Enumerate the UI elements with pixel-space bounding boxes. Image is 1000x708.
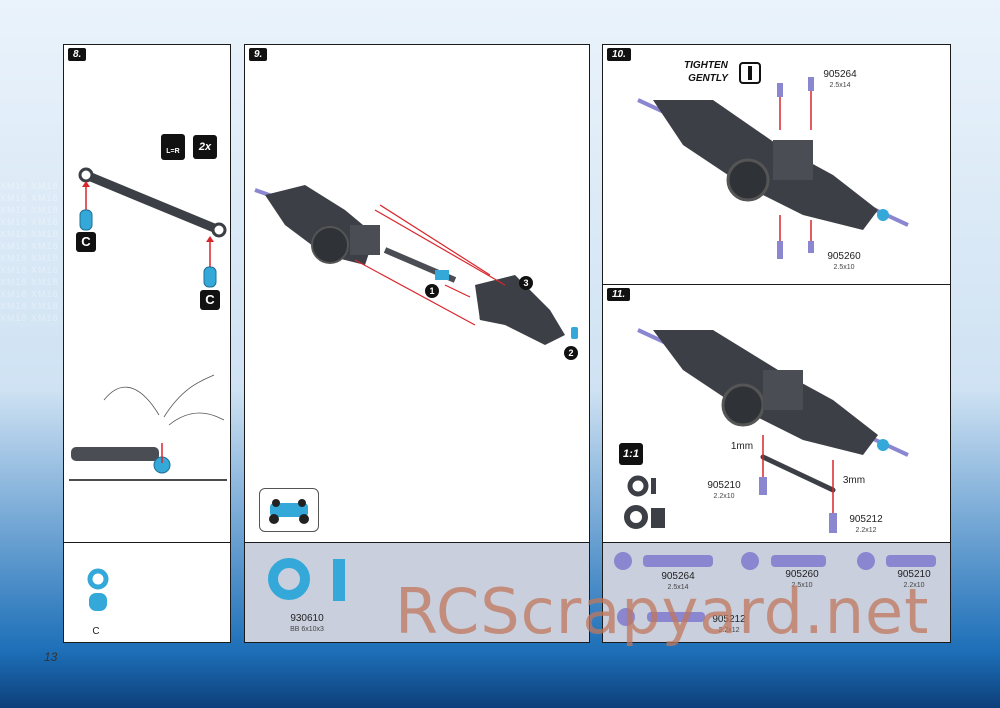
tighten-line-2: GENTLY bbox=[688, 73, 728, 84]
screw-905212-code: 905212 bbox=[849, 514, 883, 525]
screw-905212-label: 905212 2.2x12 bbox=[841, 514, 891, 536]
screw-905260-code: 905260 bbox=[827, 251, 861, 262]
step-10-label: 10. bbox=[607, 48, 631, 61]
parts-905210: 905210 2.2x10 bbox=[889, 569, 939, 591]
parts-905264-code: 905264 bbox=[661, 571, 695, 582]
parts-905210-code: 905210 bbox=[897, 569, 931, 580]
bearing-size: BB 6x10x3 bbox=[290, 626, 324, 633]
screws-parts-panel: 905264 2.5x14 905260 2.5x10 905210 2.2x1… bbox=[602, 542, 951, 643]
screw-905260-label: 905260 2.5x10 bbox=[819, 251, 869, 273]
page-number: 13 bbox=[44, 650, 58, 664]
step-8-illustration bbox=[69, 167, 227, 481]
step-8-parts: C bbox=[63, 542, 231, 643]
screw-905264-code: 905264 bbox=[823, 69, 857, 80]
screws-drawing bbox=[614, 552, 936, 626]
scale-badge: 1:1 bbox=[619, 443, 643, 465]
parts-905212: 905212 2.2x12 bbox=[704, 614, 754, 636]
ball-cup-parts-drawing bbox=[87, 568, 109, 611]
background-pattern-text: XM18 XM18 XM18 XM18 XM18 XM18 XM18 XM18 … bbox=[0, 181, 59, 323]
parts-905260: 905260 2.5x10 bbox=[777, 569, 827, 591]
screw-905264-label: 905264 2.5x14 bbox=[815, 69, 865, 91]
parts-905264-size: 2.5x14 bbox=[667, 584, 689, 591]
tighten-gently-note: TIGHTEN GENTLY bbox=[684, 59, 728, 85]
parts-905260-size: 2.5x10 bbox=[791, 582, 813, 589]
step-8-panel: 8. L=R 2x C C bbox=[63, 44, 231, 544]
vehicle-thumbnail bbox=[259, 488, 319, 532]
callout-1: 1 bbox=[425, 284, 439, 298]
buggy-icon bbox=[269, 499, 309, 524]
step-11-label: 11. bbox=[607, 288, 631, 301]
step-9-illustration bbox=[254, 185, 578, 345]
parts-905212-size: 2.2x12 bbox=[718, 627, 740, 634]
spacer-1mm-label: 1mm bbox=[730, 441, 754, 452]
parts-905264: 905264 2.5x14 bbox=[653, 571, 703, 593]
step-9-label: 9. bbox=[249, 48, 268, 61]
watermark: RCScrapyard.net bbox=[395, 575, 930, 648]
part-c-label: C bbox=[92, 626, 100, 637]
step-9-parts: 930610 BB 6x10x3 bbox=[244, 542, 590, 643]
step-11-panel: 11. 1:1 1mm 3mm 905210 2.2x10 905212 2.2… bbox=[602, 284, 951, 544]
spacer-3mm-label: 3mm bbox=[842, 475, 866, 486]
step-11-illustration bbox=[624, 328, 909, 533]
screw-905210-size: 2.2x10 bbox=[713, 493, 735, 500]
screw-905212-size: 2.2x12 bbox=[855, 527, 877, 534]
parts-905260-code: 905260 bbox=[785, 569, 819, 580]
bearing-code: 930610 bbox=[290, 613, 324, 624]
tighten-line-1: TIGHTEN bbox=[684, 60, 728, 71]
screw-905210-label: 905210 2.2x10 bbox=[699, 480, 749, 502]
c-label-bottom: C bbox=[200, 290, 220, 310]
lr-badge-text: L=R bbox=[166, 148, 180, 155]
parts-905210-size: 2.2x10 bbox=[903, 582, 925, 589]
step-8-label: 8. bbox=[68, 48, 87, 61]
quantity-badge: 2x bbox=[193, 135, 217, 159]
c-label-top: C bbox=[76, 232, 96, 252]
lr-badge: L=R bbox=[161, 134, 185, 160]
ball-bearing-drawing bbox=[268, 558, 345, 601]
screw-905260-size: 2.5x10 bbox=[833, 264, 855, 271]
screw-905264-size: 2.5x14 bbox=[829, 82, 851, 89]
step-9-panel: 9. 1 2 3 bbox=[244, 44, 590, 544]
bearing-part-label: 930610 BB 6x10x3 bbox=[277, 613, 337, 635]
screw-905210-code: 905210 bbox=[707, 480, 741, 491]
step-10-illustration bbox=[637, 77, 909, 259]
screwdriver-icon bbox=[739, 62, 761, 84]
callout-3: 3 bbox=[519, 276, 533, 290]
step-10-panel: 10. 905264 2.5x14 905260 2.5x10 bbox=[602, 44, 951, 286]
callout-2: 2 bbox=[564, 346, 578, 360]
parts-905212-code: 905212 bbox=[712, 614, 746, 625]
